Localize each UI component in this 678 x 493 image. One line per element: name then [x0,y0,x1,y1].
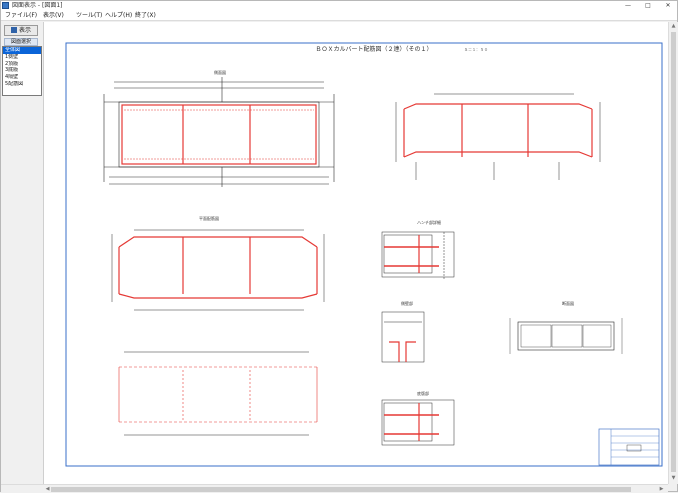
drawing-list-item[interactable]: 3底版 [5,67,19,74]
arrow-left-icon[interactable]: ◀ [45,486,50,492]
sheet-border [65,42,663,467]
corner-detail-label: ハンチ部詳細 [417,219,441,225]
app-icon [2,2,9,9]
drawing-scale: Ｓ＝１：５０ [464,47,488,52]
bottom-detail-label: 底版部 [417,390,429,396]
close-button[interactable]: ✕ [665,2,671,9]
drawing-list-item[interactable]: 5配筋図 [5,80,24,87]
small-section-view: 断面図 [509,300,623,354]
maximize-button[interactable]: □ [645,2,651,9]
view-icon [10,27,17,33]
view-button-label: 表示 [18,27,31,34]
horizontal-scroll-thumb[interactable] [51,487,631,492]
menu-tools[interactable]: ツール(T) [76,12,103,19]
wall-detail-view: ハンチ部詳細 [381,219,455,280]
drawing-list-item[interactable]: 2頂版 [5,60,19,67]
bottom-slab-detail-view: 底版部 [381,390,455,446]
arrow-down-icon[interactable]: ▼ [671,475,676,481]
bottom-detail-view: 側壁部 [381,300,425,363]
title-block [598,428,660,466]
arrow-up-icon[interactable]: ▲ [671,23,676,29]
drawing-title: ＢＯＸカルバート配筋図（２連）（その１） [315,45,432,53]
general-view-label: 側面図 [214,69,226,75]
menu-view[interactable]: 表示(V) [43,12,64,19]
vertical-scrollbar[interactable]: ▲ ▼ [668,22,678,484]
plan-view [395,93,601,180]
drawing-list-item[interactable]: 4隔壁 [5,74,19,81]
menu-exit[interactable]: 終了(X) [135,12,156,19]
wall-detail-label: 側壁部 [401,300,413,306]
drawing-viewport[interactable]: ＢＯＸカルバート配筋図（２連）（その１） Ｓ＝１：５０ 側面図 [43,22,668,484]
drawing-list-item[interactable]: 全体図 [3,47,41,54]
menu-bar: ファイル(F) 表示(V) ツール(T) ヘルプ(H) 終了(X) [1,11,677,21]
arrangement-view-label: 平面配筋図 [199,215,219,221]
outline-dimensions [124,351,309,436]
minimize-button[interactable]: — [625,2,631,9]
arrangement-view: 平面配筋図 [111,215,325,311]
view-button[interactable]: 表示 [4,25,38,36]
menu-help[interactable]: ヘルプ(H) [105,12,133,19]
panel-label: 図面選択 [4,38,38,46]
outline-view [118,366,318,423]
menu-file[interactable]: ファイル(F) [5,12,38,19]
window-title: 図面表示 - [図面1] [12,2,63,9]
horizontal-scrollbar[interactable]: ◀ ▶ [1,484,668,493]
general-rebar [121,104,317,165]
section-small-label: 断面図 [562,300,574,306]
drawing-list[interactable]: 全体図 1側壁 2頂版 3底版 4隔壁 5配筋図 [2,46,42,96]
title-bar: 図面表示 - [図面1] — □ ✕ [1,1,677,11]
general-section-view: 側面図 [103,69,335,187]
left-panel: 表示 図面選択 全体図 1側壁 2頂版 3底版 4隔壁 5配筋図 [1,22,43,482]
drawing-canvas: ＢＯＸカルバート配筋図（２連）（その１） Ｓ＝１：５０ 側面図 [65,42,663,467]
vertical-scroll-thumb[interactable] [671,32,676,472]
drawing-list-item[interactable]: 1側壁 [5,53,19,60]
arrow-right-icon[interactable]: ▶ [659,486,664,492]
